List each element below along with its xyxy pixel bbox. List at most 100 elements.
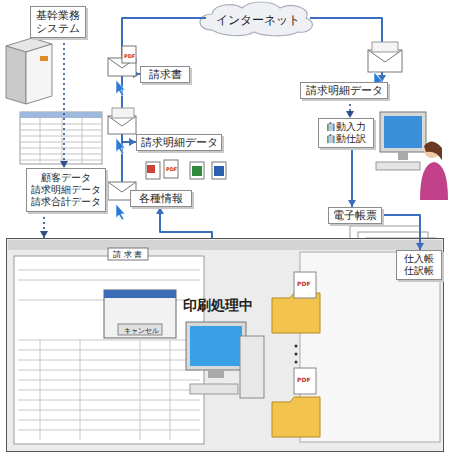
file-type: PDF [124,53,135,59]
node-text: 各種情報 [139,192,183,205]
node-text: インターネット [216,13,300,27]
node-text: 基幹業務システム [34,9,82,35]
flow-connector [346,99,354,118]
ledger-label: 仕入帳 仕訳帳 [396,250,442,280]
envelope [108,116,136,134]
system-label: 基幹業務システム [30,6,86,38]
form [14,256,204,444]
cloud-label: インターネット [206,8,310,32]
arrow-head [60,161,68,168]
envelope [368,50,402,72]
sheet-icon [372,42,398,52]
connector-line [63,38,65,168]
dialog [104,290,176,338]
arrow-head [416,243,424,250]
monitor-screen [190,326,242,366]
form-grid [18,270,200,440]
keyboard [190,384,238,394]
node-text: 電子帳票 [333,209,377,222]
connector-line [160,207,212,238]
node-text: 自動入力 自動仕訳 [322,121,370,145]
arrow-head [348,200,356,207]
sheet-header [20,112,102,118]
cursor [116,80,125,96]
server-front [26,44,52,104]
file-icon [146,162,160,179]
data-label: 請求明細データ [300,82,388,99]
cursor [116,204,125,220]
server-side [6,46,26,104]
excel-icon [190,162,204,179]
sheet-icon [112,108,134,118]
file-icons [146,160,226,179]
dialog-button [118,324,162,335]
person-body [420,162,448,200]
pc-tower [240,336,264,398]
flow-connector [156,207,212,238]
folder [272,293,320,333]
connector-line [382,215,420,250]
flow-connector [382,215,424,250]
button-text: キャンセル [124,326,159,336]
envelope-label: 請求書 [140,66,190,83]
dot [295,353,298,356]
node-text: 請求明細データ [306,84,383,97]
flow-connector [348,148,356,207]
excel-mark [192,166,202,176]
monitor [186,322,246,370]
monitor-stand [208,370,224,378]
server-icon [6,38,52,104]
form-title-box [108,248,148,260]
operator-pc [376,112,448,200]
sheet-grid [20,118,102,164]
pdf-file [294,368,316,394]
window-bar [8,240,442,250]
folder [272,397,320,437]
connector-line [351,148,353,207]
monitor-stand [398,152,408,160]
window-frame [6,238,444,452]
monitor [380,112,426,152]
file-type: PDF [297,280,310,287]
screenshot-window: 請 求 書印刷処理中 [6,238,444,452]
file-type: PDF [166,166,177,172]
envelope-icon [108,108,136,154]
flow-connector [40,212,48,238]
sheet [20,112,102,164]
arrow-head [346,111,354,118]
dot [295,361,298,364]
dot [295,345,298,348]
word-mark [214,166,224,176]
person-hair [424,141,442,160]
file-type: PDF [297,376,310,383]
keyboard [376,162,420,170]
server-mark [40,56,48,61]
report-label: 電子帳票 [328,207,382,224]
cloud [200,2,312,36]
node-text: 仕入帳 仕訳帳 [400,253,438,277]
arrow-head [156,207,164,214]
pdf-icon [164,160,178,178]
data-sheet [20,112,102,164]
data-label: 顧客データ 請求明細データ 請求合計データ [26,168,106,212]
cloud-shape [200,2,312,36]
node-text: 請 求 書 [113,250,142,260]
node-text: 顧客データ 請求明細データ 請求合計データ [30,172,102,208]
envelope-label: 請求明細データ [136,134,222,151]
dialog-bar [104,290,176,298]
envelope-icon [108,46,136,96]
node-text: 印刷処理中 [183,297,253,314]
pdf-icon [122,46,136,63]
envelope-label: 各種情報 [130,190,192,207]
node-text: 請求書 [149,68,182,81]
word-icon [212,162,226,179]
pdf-file [294,272,316,298]
file-icon-mark [147,165,155,173]
node-text: 請求明細データ [141,136,218,149]
flow-connector [60,38,68,168]
screenshot [6,238,444,452]
monitor-screen [384,116,422,148]
process-label: 自動入力 自動仕訳 [318,118,374,148]
